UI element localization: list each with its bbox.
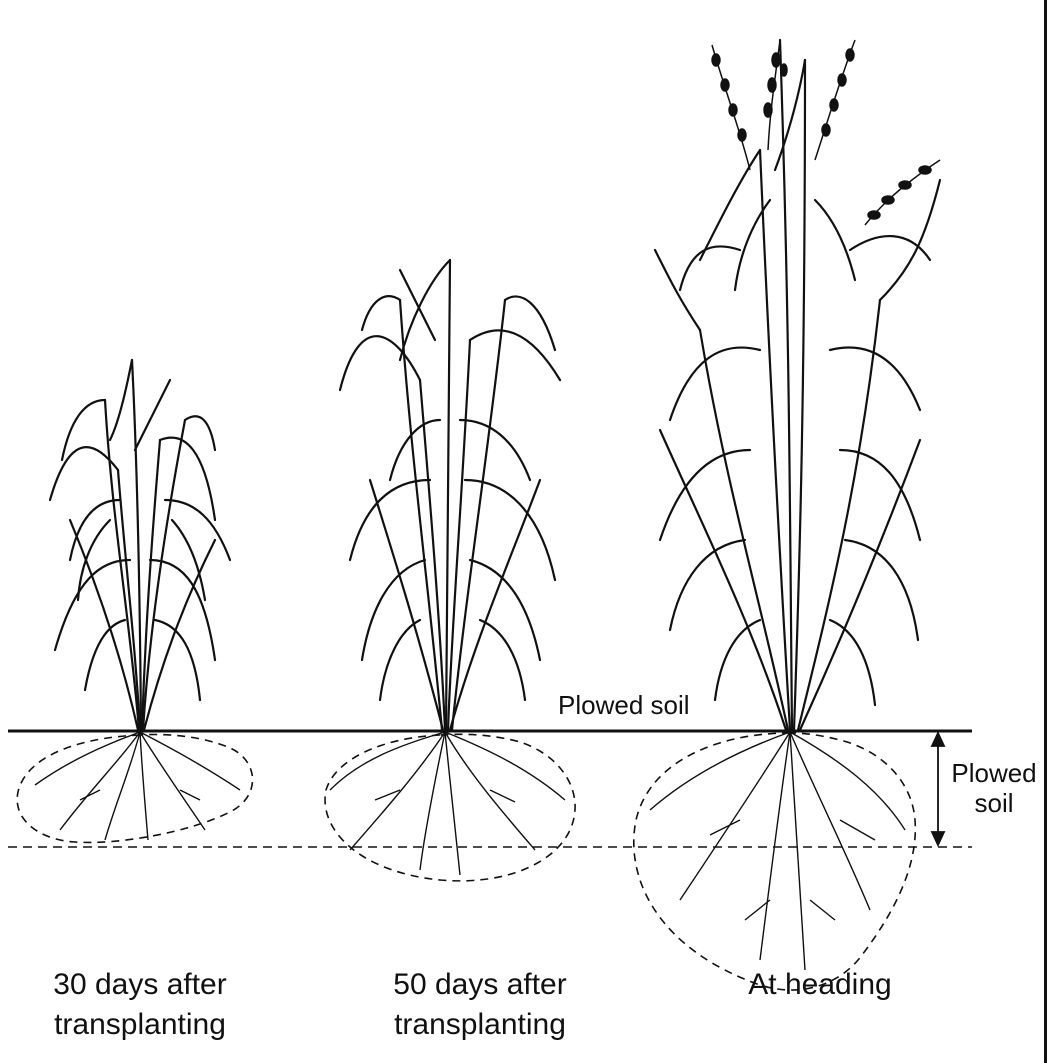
plowed-soil-surface-label: Plowed soil: [558, 690, 690, 720]
plowed-soil-depth-label: Plowed soil: [944, 758, 1044, 818]
depth-label-line1: Plowed: [944, 758, 1044, 788]
caption-50-days-line1: 50 days after: [360, 965, 600, 1005]
caption-50-days-line2: transplanting: [360, 1005, 600, 1045]
caption-at-heading: At heading: [700, 965, 940, 1005]
depth-label-line2: soil: [944, 788, 1044, 818]
rice-panicles: [712, 40, 940, 225]
root-zone-at-heading: [634, 733, 916, 990]
rice-plant-50-days: [340, 260, 560, 730]
caption-30-days: 30 days after transplanting: [20, 965, 260, 1045]
depth-dimension-arrow: [932, 733, 944, 845]
caption-30-days-line1: 30 days after: [20, 965, 260, 1005]
roots-at-heading: [650, 732, 905, 970]
caption-50-days: 50 days after transplanting: [360, 965, 600, 1045]
figure-border-right: [1044, 0, 1047, 1063]
caption-30-days-line2: transplanting: [20, 1005, 260, 1045]
rice-plant-at-heading: [655, 40, 940, 730]
root-zone-50-days: [325, 734, 575, 881]
caption-at-heading-line1: At heading: [700, 965, 940, 1005]
rice-plant-30-days: [50, 360, 230, 730]
roots-50-days: [330, 732, 565, 875]
